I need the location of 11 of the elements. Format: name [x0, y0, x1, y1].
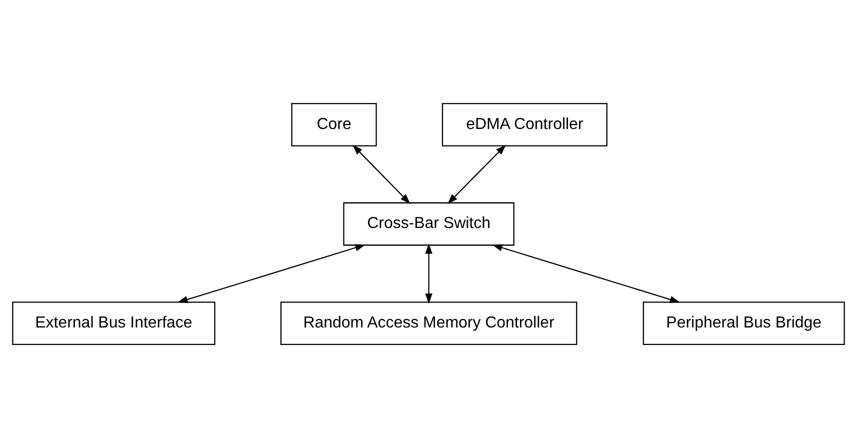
arrow: [177, 244, 366, 303]
arrow: [447, 144, 506, 204]
node-box: Random Access Memory Controller: [280, 302, 578, 345]
arrow: [352, 144, 410, 204]
node-box: Core: [291, 103, 377, 146]
arrow: [425, 244, 432, 304]
arrow: [492, 244, 680, 303]
node-box: eDMA Controller: [442, 103, 608, 146]
node-box: Cross-Bar Switch: [343, 202, 514, 246]
node-box: External Bus Interface: [12, 302, 216, 345]
node-box: Peripheral Bus Bridge: [642, 302, 845, 345]
